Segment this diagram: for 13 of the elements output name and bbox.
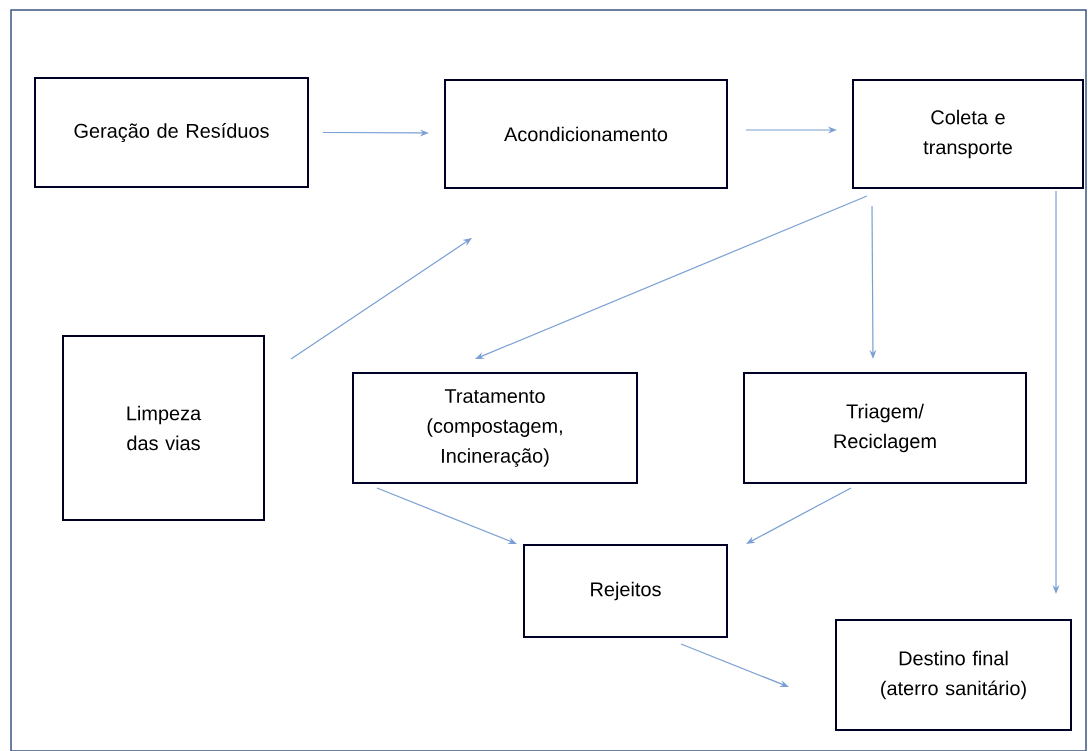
arrow [475, 195, 868, 359]
process-box: Acondicionamento [444, 79, 728, 189]
arrow [376, 487, 517, 544]
arrow [290, 238, 472, 360]
arrow [746, 487, 852, 544]
process-box: Destino final (aterro sanitário) [835, 619, 1072, 731]
process-box: Coleta e transporte [852, 79, 1084, 189]
process-box: Rejeitos [523, 544, 728, 638]
arrow [680, 643, 789, 687]
process-box: Limpeza das vias [62, 335, 265, 521]
process-box: Triagem/ Reciclagem [743, 372, 1027, 484]
process-box: Geração de Resíduos [34, 77, 309, 188]
process-box: Tratamento (compostagem, Incineração) [352, 372, 638, 484]
